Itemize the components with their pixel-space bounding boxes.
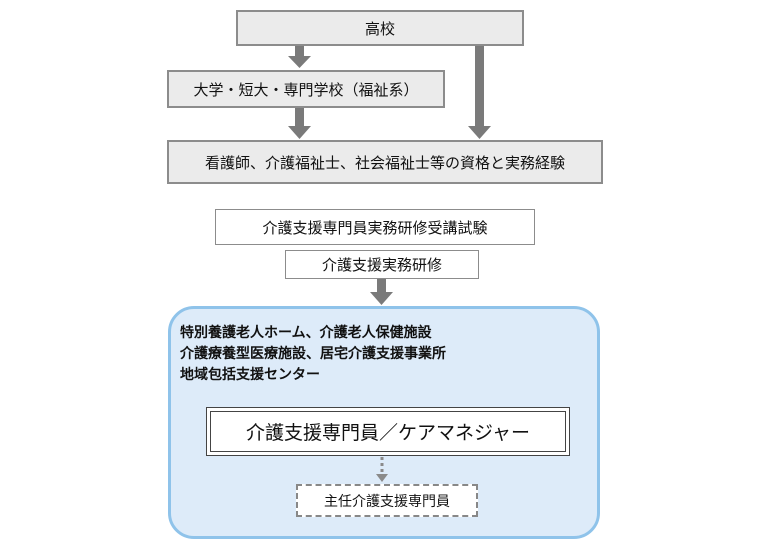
arrow-training-to-workplace (370, 279, 393, 305)
node-practical-training: 介護支援実務研修 (285, 250, 479, 279)
node-chief-care-manager: 主任介護支援専門員 (296, 484, 478, 517)
node-training-exam: 介護支援専門員実務研修受講試験 (215, 209, 535, 245)
node-chief-care-manager-label: 主任介護支援専門員 (324, 493, 450, 510)
arrow-care-manager-to-chief (376, 457, 388, 482)
node-care-manager-inner-frame: 介護支援専門員／ケアマネジャー (210, 411, 566, 452)
node-practical-training-label: 介護支援実務研修 (321, 256, 442, 274)
arrow-high-school-to-qualifications (468, 46, 491, 139)
arrow-university-to-qualifications (288, 108, 311, 139)
node-university-label: 大学・短大・専門学校（福祉系） (193, 80, 419, 99)
node-training-exam-label: 介護支援専門員実務研修受講試験 (262, 218, 488, 237)
node-qualifications: 看護師、介護福祉士、社会福祉士等の資格と実務経験 (167, 140, 603, 184)
workplace-line: 特別養護老人ホーム、介護老人保健施設 (180, 325, 432, 341)
arrow-high-school-to-university (288, 46, 311, 68)
node-qualifications-label: 看護師、介護福祉士、社会福祉士等の資格と実務経験 (204, 153, 565, 172)
node-university: 大学・短大・専門学校（福祉系） (167, 70, 445, 108)
node-high-school-label: 高校 (364, 19, 395, 38)
node-care-manager-label: 介護支援専門員／ケアマネジャー (245, 422, 531, 444)
workplace-list: 特別養護老人ホーム、介護老人保健施設 介護療養型医療施設、居宅介護支援事業所 地… (180, 323, 446, 386)
workplace-line: 地域包括支援センター (180, 367, 320, 383)
node-high-school: 高校 (236, 10, 524, 46)
node-care-manager: 介護支援専門員／ケアマネジャー (206, 407, 570, 456)
workplace-line: 介護療養型医療施設、居宅介護支援事業所 (180, 346, 446, 362)
